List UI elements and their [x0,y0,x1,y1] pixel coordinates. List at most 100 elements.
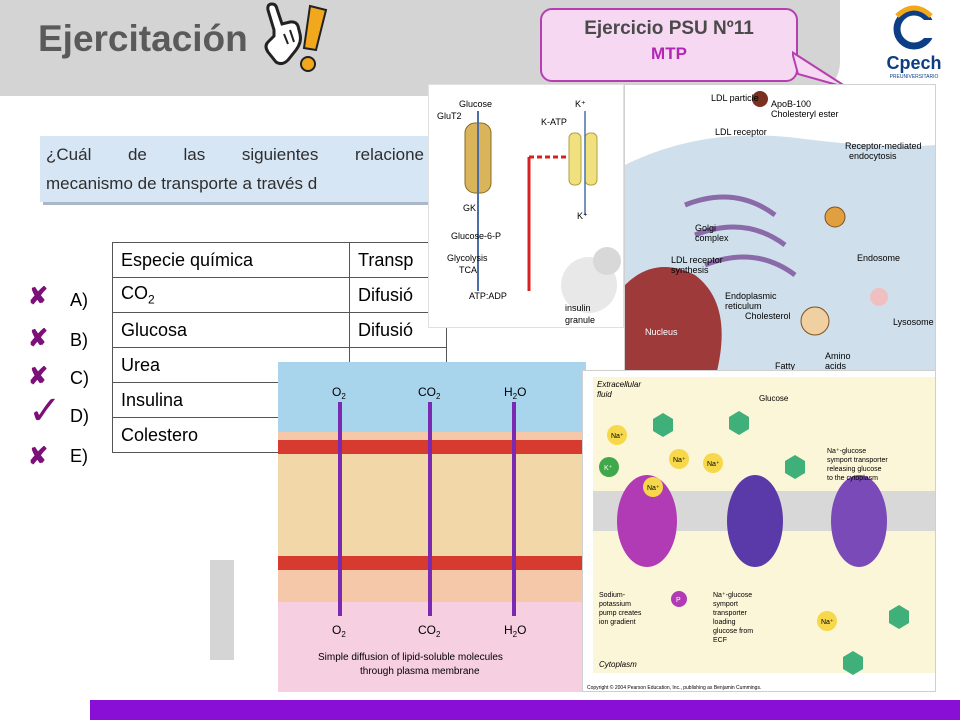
glucose-insulin-figure: Glucose K⁺ GluT2 K-ATP GK K⁺ Glucose-6-P… [428,84,624,328]
label-glucose: Glucose [459,99,492,109]
simple-diffusion-figure: O2 CO2 H2O O2 CO2 H2O Simple diffusion o… [278,362,586,692]
label-copyright: Copyright © 2004 Pearson Education, Inc.… [587,684,761,691]
label-endocytosis: endocytosis [849,151,897,161]
label-step2-c: transporter [713,610,748,617]
species-cell: CO2 [112,277,350,313]
label-step1-d: ion gradient [599,619,636,626]
label-k-plus-bottom: K⁺ [577,211,588,221]
species-text: CO [121,283,148,304]
simple-diffusion-diagram: O2 CO2 H2O O2 CO2 H2O Simple diffusion o… [278,362,586,692]
ldl-endocytosis-diagram: LDL particle ApoB-100 Cholesteryl ester … [625,91,935,377]
label-p: P [676,597,681,604]
callout-tail [792,50,849,89]
label-releasing-1: Na⁺-glucose [827,448,866,455]
label-na-2: Na⁺ [673,457,686,464]
option-letter-d: D) [70,406,89,426]
label-glucose: Glucose [759,394,789,403]
label-complex: complex [695,233,729,243]
label-step2-e: glucose from [713,628,753,635]
molecule-o2-top: O2 [332,385,346,401]
label-step1-b: potassium [599,601,631,608]
label-step2-a: Na⁺-glucose [713,592,752,599]
check-mark-icon: ✓ [28,389,62,433]
option-letter-a: A) [70,290,88,310]
diffusion-caption-line-1: Simple diffusion of lipid-soluble molecu… [318,652,503,663]
exercise-callout: Ejercicio PSU Nº11 MTP [540,8,798,82]
label-step2-d: loading [713,619,736,626]
label-insulin: insulin [565,303,591,313]
question-line-2: mecanismo de transporte a través d [46,174,318,193]
cross-mark-icon: ✘ [28,283,49,310]
label-extracellular: Extracellular [597,380,641,389]
option-letter-b: B) [70,330,88,350]
label-k-atp: K-ATP [541,117,567,127]
cpech-logo-icon [893,5,936,50]
exercise-subject: MTP [651,44,687,63]
label-step2-f: ECF [713,637,727,644]
label-tca: TCA [459,265,477,275]
pointing-hand-icon [264,2,328,72]
logo-text: Cpech [886,53,942,73]
table-row: CO2 Difusió [112,277,447,313]
label-glut2: GluT2 [437,111,462,121]
table-row: Glucosa Difusió [112,312,447,348]
cross-mark-icon: ✘ [28,325,49,352]
label-na-4: Na⁺ [647,485,660,492]
label-k: K⁺ [604,465,613,472]
species-subscript: 2 [148,292,155,307]
slide-title: Ejercitación [38,18,248,59]
label-reticulum: reticulum [725,301,762,311]
label-step1-a: Sodium- [599,592,626,599]
label-na-3: Na⁺ [707,461,720,468]
option-letter-e: E) [70,446,88,466]
glucose-insulin-diagram: Glucose K⁺ GluT2 K-ATP GK K⁺ Glucose-6-P… [437,99,621,325]
question-line-1: ¿Cuál de las siguientes relacione [46,145,424,164]
cpech-logo: Cpech PREUNIVERSITARIO [874,4,954,80]
header-species: Especie química [112,242,350,278]
molecule-o2-bottom: O2 [332,623,346,639]
label-nucleus: Nucleus [645,327,678,337]
table-header-row: Especie química Transp [112,242,447,278]
label-granule: granule [565,315,595,325]
label-ldl-particle: LDL particle [711,93,759,103]
label-apob: ApoB-100 [771,99,811,109]
label-gk: GK [463,203,476,213]
cross-mark-icon: ✘ [28,443,49,470]
logo-subtitle: PREUNIVERSITARIO [889,74,939,80]
label-acids: acids [825,361,847,371]
label-synthesis: synthesis [671,265,709,275]
molecule-h2o-bottom: H2O [504,623,526,639]
cross-mark-icon: ✘ [28,363,49,390]
molecule-co2-top: CO2 [418,385,441,401]
option-letter-c: C) [70,368,89,388]
ldl-endocytosis-figure: LDL particle ApoB-100 Cholesteryl ester … [624,84,936,378]
label-cholesterol: Cholesterol [745,311,791,321]
label-ldl-receptor-synth: LDL receptor [671,255,723,265]
label-golgi: Golgi [695,223,716,233]
label-fatty: Fatty [775,361,796,371]
molecule-co2-bottom: CO2 [418,623,441,639]
diffusion-caption-line-2: through plasma membrane [360,666,480,677]
sodium-glucose-symport-diagram: Extracellular fluid Glucose Na⁺ Na⁺ Na⁺ … [587,377,935,691]
label-releasing-3: releasing glucose [827,466,882,473]
species-cell: Glucosa [112,312,350,348]
label-step2-b: symport [713,601,738,608]
label-na-5: Na⁺ [821,619,834,626]
label-k-plus-top: K⁺ [575,99,586,109]
label-lysosome: Lysosome [893,317,934,327]
label-amino: Amino [825,351,851,361]
label-glycolysis: Glycolysis [447,253,488,263]
label-er: Endoplasmic [725,291,777,301]
question-box: ¿Cuál de las siguientes relacione mecani… [40,136,430,202]
label-cholesteryl-ester: Cholesteryl ester [771,109,839,119]
label-releasing-4: to the cytoplasm [827,475,878,482]
label-na-1: Na⁺ [611,433,624,440]
label-fluid: fluid [597,390,612,399]
label-receptor-mediated: Receptor-mediated [845,141,922,151]
label-releasing-2: symport transporter [827,457,888,464]
exercise-number: Ejercicio PSU Nº11 [584,18,754,39]
label-ldl-receptor: LDL receptor [715,127,767,137]
bottom-accent-bar [90,700,960,720]
molecule-h2o-top: H2O [504,385,526,401]
label-step1-c: pump creates [599,610,642,617]
